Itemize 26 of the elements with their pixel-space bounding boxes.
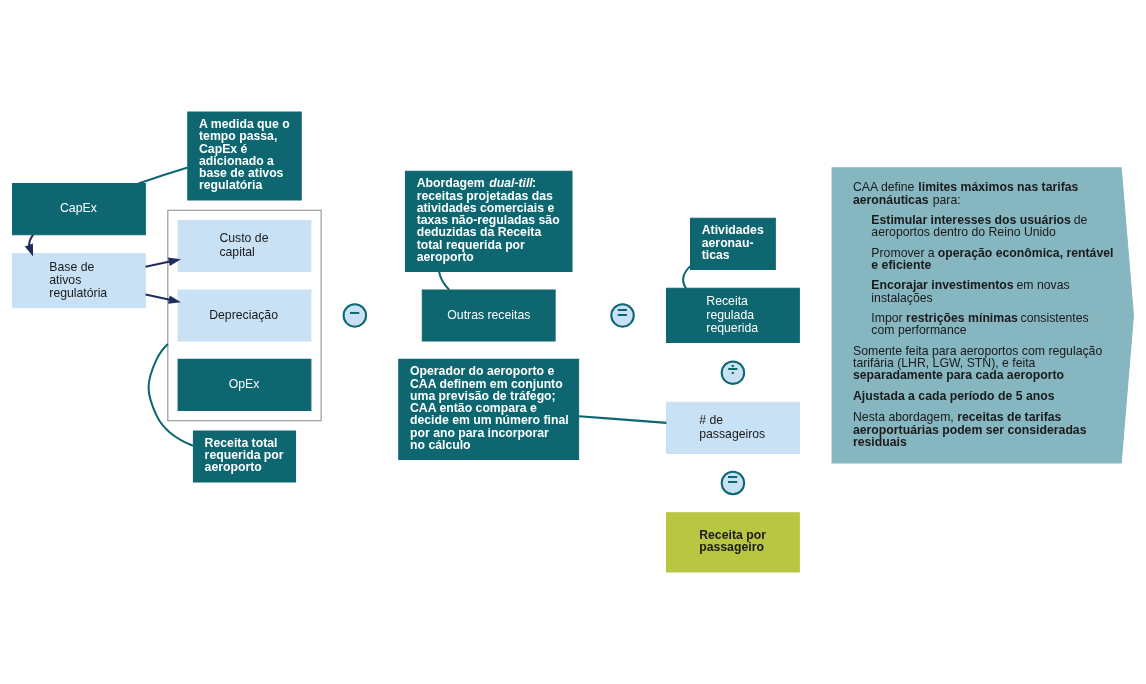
node-box: Custo de capital bbox=[177, 219, 312, 272]
node-circle: − bbox=[342, 303, 368, 328]
node-box: A medida que o tempo passa, CapEx é adicionado a base de ativos regulatória bbox=[187, 111, 302, 201]
node-circle: ÷ bbox=[720, 360, 746, 385]
connector bbox=[147, 343, 194, 447]
node-circle: = bbox=[610, 303, 635, 328]
node-box: # de passageiros bbox=[666, 401, 800, 454]
node-box: CapEx bbox=[12, 183, 146, 236]
node-box: Abordagem dual-till: receitas projetadas das atividades comerciais e taxas não-reguladas são deduzidas da Receita total requerida por aeroporto bbox=[404, 170, 573, 272]
connector bbox=[578, 415, 667, 424]
node-box: OpEx bbox=[177, 358, 312, 411]
arrow bbox=[145, 293, 181, 304]
connector bbox=[438, 271, 450, 291]
node-box: Depreciação bbox=[177, 289, 312, 342]
node-circle: = bbox=[720, 470, 746, 496]
arrow bbox=[145, 257, 181, 268]
node-box: Outras receitas bbox=[421, 289, 556, 342]
connector bbox=[682, 265, 691, 289]
node-box: Receita total requerida por aeroporto bbox=[192, 430, 297, 483]
arrow bbox=[24, 234, 34, 257]
node-box: Receita regulada requerida bbox=[666, 287, 800, 343]
node-box: Atividades aeronau- ticas bbox=[690, 217, 776, 270]
connector bbox=[138, 166, 189, 185]
node-box: Receita por passageiro bbox=[666, 512, 800, 573]
node-box: Base de ativos regulatória bbox=[12, 253, 146, 309]
node-box: Operador do aeroporto e CAA definem em conjunto uma previsão de tráfego; CAA então compara e decide em um número final por ano para incorporar no cálculo bbox=[398, 358, 580, 460]
